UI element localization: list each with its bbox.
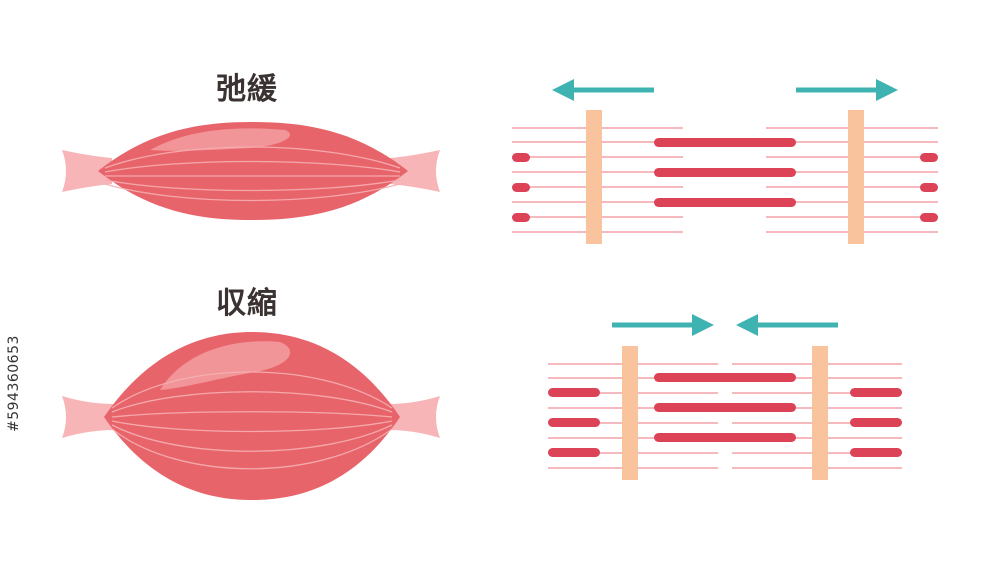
relaxed-label: 弛緩	[216, 72, 278, 107]
z-disc	[812, 346, 828, 480]
z-disc	[848, 110, 864, 244]
relaxed-muscle	[62, 122, 440, 220]
tendon-right	[388, 396, 440, 438]
tendon-right	[390, 150, 440, 192]
muscle-highlight	[150, 128, 291, 151]
muscle-highlight	[160, 341, 291, 390]
contracted-label: 収縮	[216, 286, 278, 321]
arrow-left-icon	[552, 79, 654, 101]
myosin-filaments	[512, 138, 938, 222]
muscle-fibers	[111, 371, 393, 470]
arrow-left-icon	[736, 314, 838, 336]
tendon-left	[62, 396, 115, 438]
myosin-filaments	[548, 373, 902, 457]
muscle-fibers	[104, 146, 401, 202]
contracted-sarcomere	[548, 314, 902, 480]
relaxed-sarcomere	[512, 79, 938, 244]
contracted-muscle	[62, 332, 440, 500]
z-disc	[622, 346, 638, 480]
tendon-left	[62, 150, 112, 192]
arrow-right-icon	[612, 314, 714, 336]
z-disc	[586, 110, 602, 244]
arrow-right-icon	[796, 79, 898, 101]
